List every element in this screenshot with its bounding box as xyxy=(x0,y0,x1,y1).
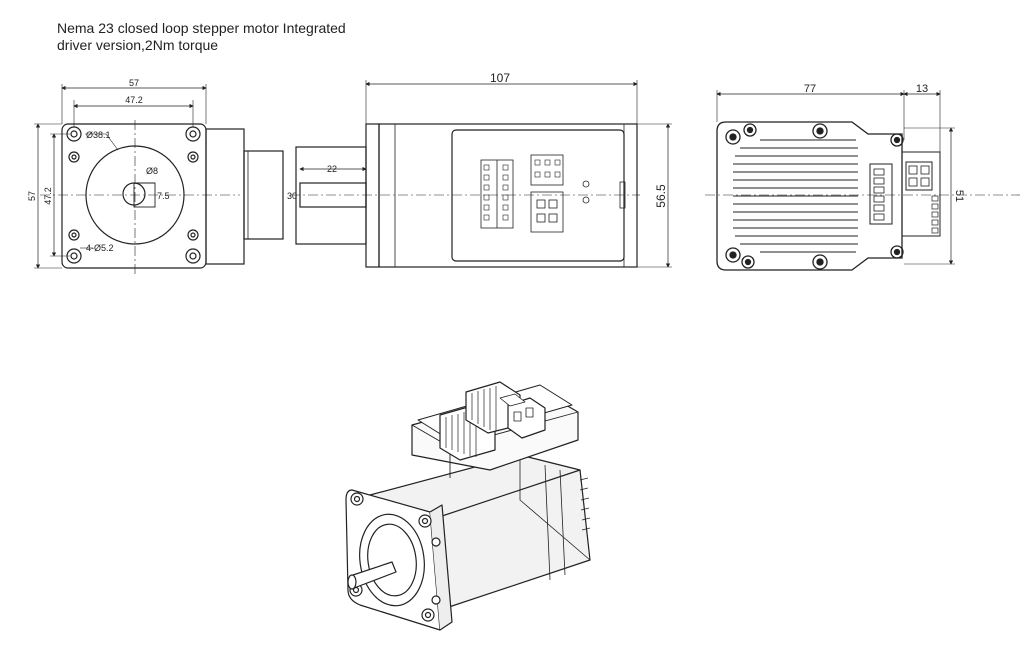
dim-holes: 4-Ø5.2 xyxy=(86,243,114,253)
side-connector-pins xyxy=(483,159,561,221)
side-view xyxy=(290,80,672,268)
dip-switches xyxy=(873,168,885,221)
dim-pilot-diameter: Ø38.1 xyxy=(86,130,111,140)
front-view xyxy=(34,84,284,275)
dim-body-length: 77 xyxy=(804,83,816,95)
side-body xyxy=(378,123,638,268)
back-screws xyxy=(725,123,904,270)
dim-connector-length: 13 xyxy=(916,83,928,95)
drawing-title: Nema 23 closed loop stepper motor Integr… xyxy=(57,20,346,54)
back-housing xyxy=(716,121,903,271)
dim-shaft-left: 30 xyxy=(287,191,297,201)
side-connectors xyxy=(480,154,626,233)
mounting-holes xyxy=(66,126,201,264)
isometric-motor-illustration xyxy=(345,381,591,631)
cooling-fins xyxy=(733,139,858,253)
dim-total-length: 107 xyxy=(490,71,510,85)
back-view xyxy=(705,90,1020,271)
motor-body-side xyxy=(205,128,245,265)
back-connector-pins xyxy=(931,195,939,234)
dim-width-outer: 57 xyxy=(129,78,139,88)
title-line-1: Nema 23 closed loop stepper motor Integr… xyxy=(57,20,346,36)
dim-height-outer: 57 xyxy=(27,191,37,201)
dim-width-inner: 47.2 xyxy=(125,95,143,105)
dim-shaft-diameter: Ø8 xyxy=(146,166,158,176)
dim-back-height: 51 xyxy=(953,190,965,202)
shaft-boss xyxy=(295,146,367,245)
dim-height-inner: 47.2 xyxy=(43,187,53,205)
back-connector xyxy=(901,151,941,237)
dim-side-height: 56.5 xyxy=(654,184,668,208)
dim-flat-depth: 7.5 xyxy=(157,191,170,201)
dip-switch-block xyxy=(869,163,893,225)
side-driver-cover xyxy=(451,129,625,262)
title-line-2: driver version,2Nm torque xyxy=(57,37,219,53)
driver-box-side xyxy=(243,150,284,240)
side-flange xyxy=(365,123,380,268)
dim-shaft-length: 22 xyxy=(327,164,337,174)
